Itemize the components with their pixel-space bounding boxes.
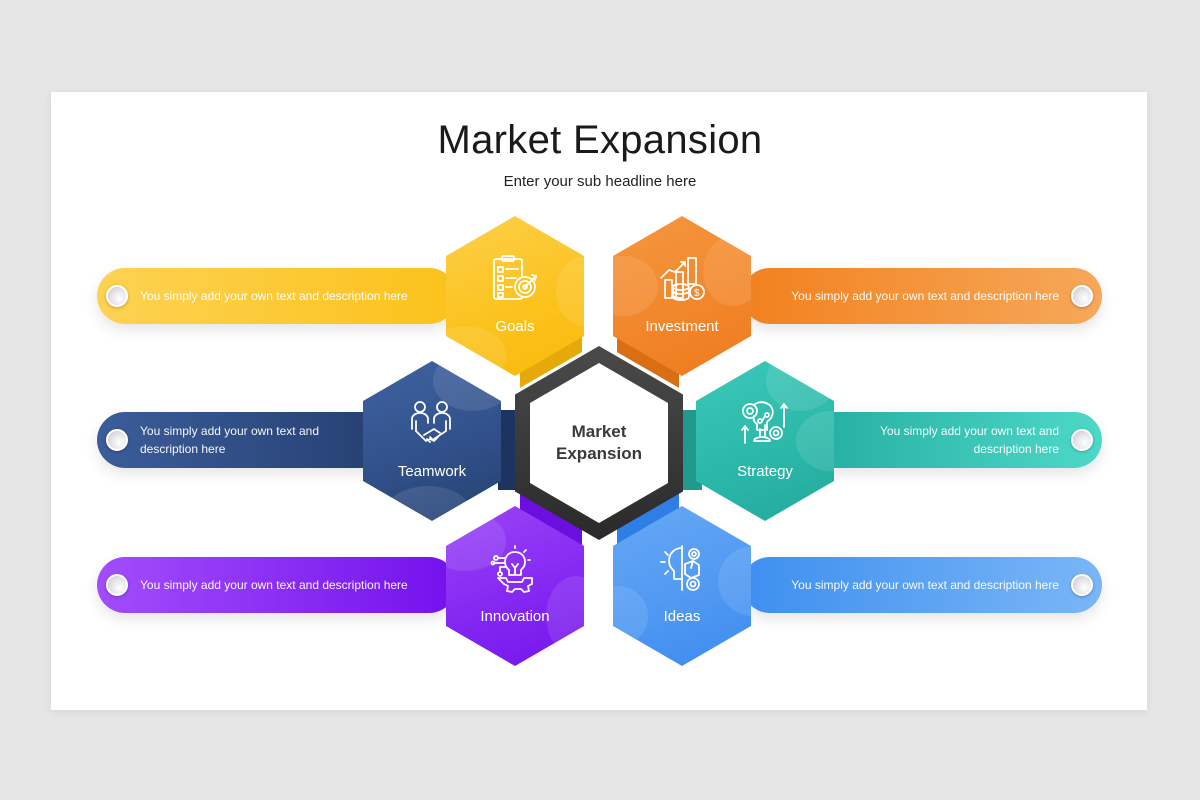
- hex-label-investment: Investment: [645, 318, 719, 335]
- bullet-knob: [1071, 285, 1093, 307]
- hex-label-teamwork: Teamwork: [397, 463, 467, 480]
- description-innovation: You simply add your own text and descrip…: [140, 578, 408, 592]
- description-goals: You simply add your own text and descrip…: [140, 289, 408, 303]
- bar-investment: You simply add your own text and descrip…: [742, 268, 1102, 324]
- center-label: Market Expansion: [549, 421, 649, 465]
- bulb-gear-circuit-icon: [490, 545, 533, 593]
- description-strategy: You simply add your own text and descrip…: [880, 424, 1059, 456]
- bullet-knob: [106, 285, 128, 307]
- hex-label-strategy: Strategy: [737, 463, 793, 480]
- svg-text:$: $: [694, 288, 700, 299]
- bullet-knob: [1071, 574, 1093, 596]
- bar-ideas: You simply add your own text and descrip…: [742, 557, 1102, 613]
- connector-teamwork: [498, 410, 520, 490]
- center-label-line2: Expansion: [556, 444, 642, 463]
- bar-strategy: You simply add your own text and descrip…: [800, 412, 1102, 468]
- hex-label-ideas: Ideas: [663, 608, 701, 625]
- description-ideas: You simply add your own text and descrip…: [791, 578, 1059, 592]
- page-title: Market Expansion: [437, 118, 763, 162]
- hex-ideas: Ideas: [613, 506, 751, 666]
- description-investment: You simply add your own text and descrip…: [791, 289, 1059, 303]
- hex-label-goals: Goals: [495, 318, 535, 335]
- description-teamwork: You simply add your own text and descrip…: [140, 424, 319, 456]
- chart-coins-icon: $: [660, 257, 705, 301]
- center-label-line1: Market: [571, 422, 627, 441]
- bar-teamwork: You simply add your own text and descrip…: [97, 412, 397, 468]
- bar-goals: You simply add your own text and descrip…: [97, 268, 457, 324]
- hex-label-innovation: Innovation: [480, 608, 550, 625]
- handshake-people-icon: [411, 401, 451, 443]
- brain-gears-arrows-icon: [741, 401, 788, 444]
- page-subtitle: Enter your sub headline here: [503, 173, 697, 190]
- clipboard-target-icon: [493, 255, 537, 300]
- half-bulb-gears-icon: [660, 545, 700, 591]
- bar-innovation: You simply add your own text and descrip…: [97, 557, 457, 613]
- bullet-knob: [1071, 429, 1093, 451]
- bullet-knob: [106, 429, 128, 451]
- bullet-knob: [106, 574, 128, 596]
